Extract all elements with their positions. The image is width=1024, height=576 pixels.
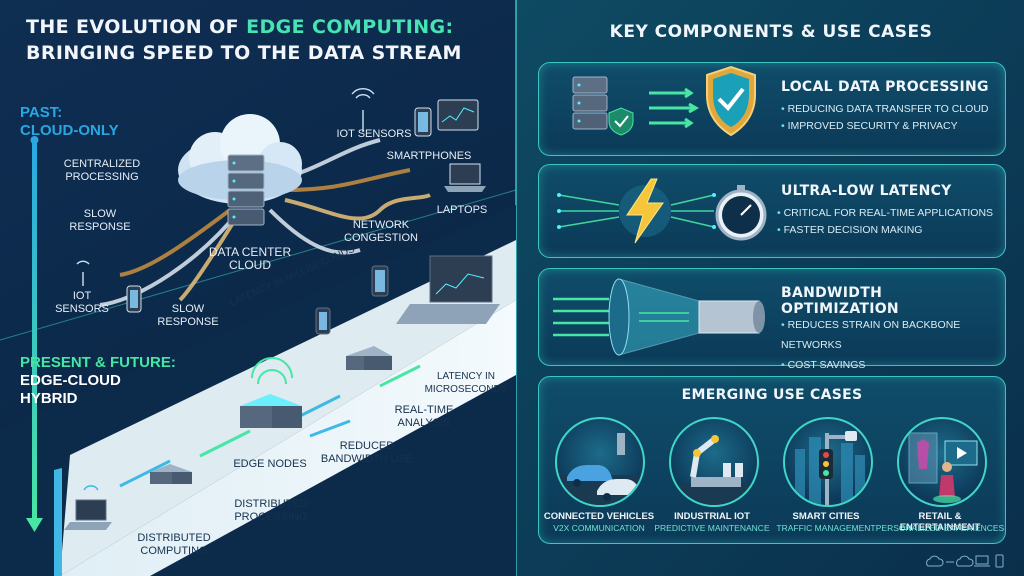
panel1-bullet-2: IMPROVED SECURITY & PRIVACY xyxy=(781,118,988,135)
panel-bandwidth-optimization: BANDWIDTH OPTIMIZATION REDUCES STRAIN ON… xyxy=(538,268,1006,371)
funnel-pipe-icon xyxy=(608,278,765,356)
panel-ultra-low-latency: ULTRA-LOW LATENCY CRITICAL FOR REAL-TIME… xyxy=(538,164,1006,258)
use-case-1-name: CONNECTED VEHICLES xyxy=(543,511,655,522)
panel2-bullet-1: CRITICAL FOR REAL-TIME APPLICATIONS xyxy=(777,205,993,222)
small-shield-icon xyxy=(608,107,634,136)
laptop-icon xyxy=(974,555,990,567)
present-header-line2: EDGE-CLOUD xyxy=(20,372,121,389)
panel3-title: BANDWIDTH OPTIMIZATION xyxy=(781,285,899,317)
cloud-datacenter-art xyxy=(76,88,486,313)
use-case-industrial-iot xyxy=(669,417,759,507)
use-case-connected-vehicles xyxy=(555,417,645,507)
panel-emerging-use-cases: EMERGING USE CASES CONNECTED VEHICLES V2… xyxy=(538,376,1006,544)
panel2-title: ULTRA-LOW LATENCY xyxy=(781,183,952,199)
laptop-icon xyxy=(64,485,112,530)
use-case-4-name: RETAIL & ENTERTAINMENT xyxy=(899,511,981,533)
label-real-time: REAL-TIME ANALYSIS xyxy=(394,404,454,429)
label-centralized-processing: CENTRALIZED PROCESSING xyxy=(63,158,141,183)
right-header: KEY COMPONENTS & USE CASES xyxy=(609,22,933,42)
present-header-line1: PRESENT & FUTURE: xyxy=(20,354,176,371)
server-icon xyxy=(227,154,265,226)
panel1-bullet-1: REDUCING DATA TRANSFER TO CLOUD xyxy=(781,101,989,118)
smartphone-icon xyxy=(414,107,432,137)
panel-local-data-processing: LOCAL DATA PROCESSING REDUCING DATA TRAN… xyxy=(538,62,1006,156)
car-icon xyxy=(557,433,643,505)
cloud-icon xyxy=(956,555,974,567)
panel1-bullets: REDUCING DATA TRANSFER TO CLOUD IMPROVED… xyxy=(781,101,989,135)
smartphone-icon xyxy=(995,554,1004,568)
antenna-icon xyxy=(351,88,375,132)
title-line2: BRINGING SPEED TO THE DATA STREAM xyxy=(26,42,462,64)
label-network-congestion: NETWORK CONGESTION xyxy=(344,219,418,244)
label-data-center: DATA CENTER CLOUD xyxy=(208,245,292,272)
page-title: THE EVOLUTION OF EDGE COMPUTING: BRINGIN… xyxy=(26,14,496,66)
panel3-bullet-1: REDUCES STRAIN ON BACKBONE NETWORKS xyxy=(781,315,1005,355)
panel2-bullet-2: FASTER DECISION MAKING xyxy=(777,222,993,239)
label-iot-sensors-top: IOT SENSORS xyxy=(336,128,412,140)
panel1-art xyxy=(572,65,756,137)
title-line1: THE EVOLUTION OF xyxy=(26,16,247,38)
edge-network-art xyxy=(64,255,500,530)
laptop-icon xyxy=(396,255,500,324)
use-case-2-name: INDUSTRIAL IOT xyxy=(674,511,750,522)
past-header-line2: CLOUD-ONLY xyxy=(20,122,119,139)
title-highlight: EDGE COMPUTING: xyxy=(246,16,454,38)
panel3-bullet-2: COST SAVINGS xyxy=(781,355,1005,375)
smartphone-icon xyxy=(371,265,389,297)
label-distributed-computing: DISTRIBUTED COMPUTING xyxy=(137,532,211,557)
label-distributed-processing: DISTRIBUTED PROCESSING xyxy=(234,498,308,523)
smartphone-icon xyxy=(315,307,331,335)
panel3-bullets: REDUCES STRAIN ON BACKBONE NETWORKS COST… xyxy=(781,315,1005,375)
edge-node-icon xyxy=(150,464,192,484)
panel3-art xyxy=(553,278,765,356)
use-case-2-sub: PREDICTIVE MAINTENANCE xyxy=(654,523,770,533)
panel1-title: LOCAL DATA PROCESSING xyxy=(781,79,989,95)
edge-node-icon xyxy=(346,346,392,370)
emerging-title: EMERGING USE CASES xyxy=(681,387,863,403)
use-case-3-sub: TRAFFIC MANAGEMENT xyxy=(776,523,876,533)
use-case-4-sub: PERSONALIZED EXPERIENCES xyxy=(875,523,1005,533)
panel2-bullets: CRITICAL FOR REAL-TIME APPLICATIONS FAST… xyxy=(777,205,993,239)
use-case-smart-cities xyxy=(783,417,873,507)
label-slow-response-1: SLOW RESPONSE xyxy=(69,208,131,233)
label-laptops: LAPTOPS xyxy=(436,204,488,216)
use-case-3-name: SMART CITIES xyxy=(792,511,860,522)
robot-arm-icon xyxy=(671,435,757,505)
past-header: PAST: CLOUD-ONLY xyxy=(20,104,119,140)
label-edge-nodes: EDGE NODES xyxy=(233,458,307,470)
label-latency-us: LATENCY IN MICROSECONDS xyxy=(424,371,508,395)
footer-icons xyxy=(926,554,1004,568)
label-reduced-bandwidth: REDUCED BANDWIDTH USE xyxy=(320,440,414,465)
use-case-1-sub: V2X COMMUNICATION xyxy=(553,523,645,533)
tablet-icon xyxy=(437,99,479,131)
lightning-icon xyxy=(626,178,664,244)
label-smartphones: SMARTPHONES xyxy=(386,150,472,162)
use-case-retail xyxy=(897,417,987,507)
panel2-art xyxy=(557,178,767,244)
smartphone-icon xyxy=(126,285,142,313)
shopper-icon xyxy=(908,432,978,503)
antenna-icon xyxy=(76,260,90,286)
shield-check-icon xyxy=(706,65,756,137)
present-header-line3: HYBRID xyxy=(20,390,78,407)
label-iot-sensors-left: IOT SENSORS xyxy=(55,290,109,315)
edge-node-icon xyxy=(240,357,302,428)
label-slow-response-2: SLOW RESPONSE xyxy=(157,303,219,328)
traffic-light-icon xyxy=(795,431,865,505)
present-header: PRESENT & FUTURE: EDGE-CLOUD HYBRID xyxy=(20,354,176,408)
past-header-line1: PAST: xyxy=(20,104,63,121)
laptop-icon xyxy=(444,163,486,192)
server-icon xyxy=(572,76,608,130)
stopwatch-icon xyxy=(715,185,767,241)
cloud-icon xyxy=(926,555,944,567)
